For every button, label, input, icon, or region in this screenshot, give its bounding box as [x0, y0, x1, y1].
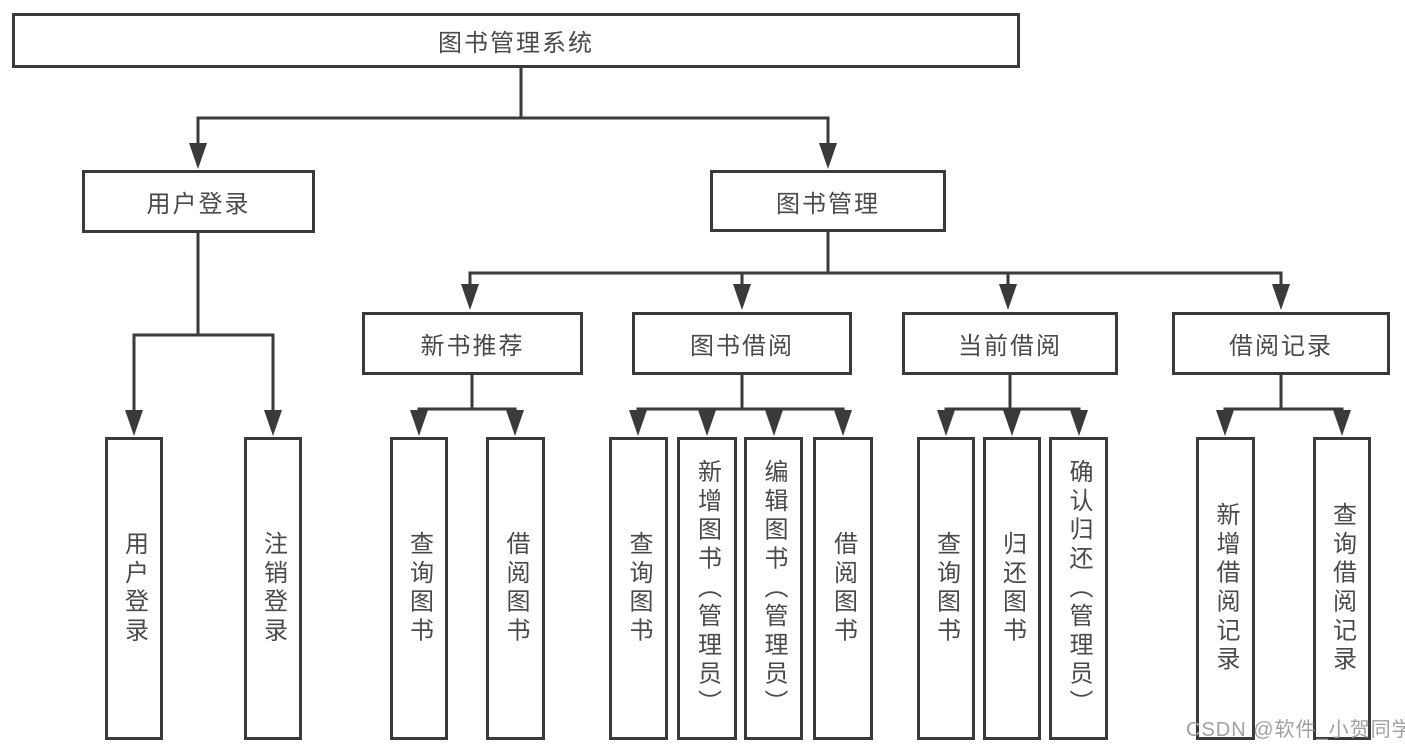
node-query-borrow-record: 查询借阅记录	[1313, 437, 1371, 740]
node-add-book-admin: 新增图书（管理员）	[677, 437, 737, 740]
node-confirm-return-admin-label: 确认归还（管理员）	[1065, 458, 1092, 719]
node-query-books-2-label: 查询图书	[625, 530, 652, 647]
arrow-query-borrow-record	[1333, 410, 1351, 436]
node-edit-book-admin-label: 编辑图书（管理员）	[760, 458, 787, 719]
arrow-borrow-records	[1272, 284, 1290, 310]
node-root: 图书管理系统	[12, 13, 1020, 68]
node-user-login-label: 用户登录	[146, 191, 251, 218]
arrow-query-books-2	[629, 410, 647, 436]
node-login: 用户登录	[105, 437, 163, 740]
arrow-new-book-recommend	[461, 284, 479, 310]
node-add-book-admin-label: 新增图书（管理员）	[693, 458, 721, 719]
node-logout-label: 注销登录	[259, 530, 287, 647]
node-borrow-records: 借阅记录	[1172, 312, 1390, 375]
node-query-books-1-label: 查询图书	[405, 530, 433, 647]
node-book-borrow-label: 图书借阅	[690, 333, 794, 360]
node-borrow-books-2: 借阅图书	[813, 437, 873, 740]
connector-new-book-recommend-children	[417, 375, 517, 414]
node-book-borrow: 图书借阅	[632, 312, 852, 375]
arrow-edit-book	[765, 410, 783, 436]
watermark: CSDN @软件_小贺同学	[1186, 719, 1405, 741]
arrow-confirm-return	[1070, 410, 1088, 436]
arrow-borrow-books-1	[506, 410, 524, 436]
connector-book-borrow-children	[636, 375, 845, 414]
node-logout: 注销登录	[244, 437, 302, 740]
arrow-add-borrow-record	[1216, 410, 1234, 436]
arrow-book-borrow	[733, 284, 751, 310]
arrow-current-borrow	[999, 284, 1017, 310]
node-book-management: 图书管理	[710, 170, 946, 232]
connector-book-management-children	[468, 232, 1283, 286]
connector-borrow-records-children	[1223, 375, 1344, 414]
arrow-login	[125, 410, 143, 436]
node-borrow-books-1-label: 借阅图书	[502, 530, 529, 647]
node-return-book: 归还图书	[983, 437, 1041, 740]
node-new-book-recommend-label: 新书推荐	[420, 333, 525, 360]
node-root-label: 图书管理系统	[438, 30, 594, 57]
arrow-query-books-3	[937, 410, 955, 436]
node-query-books-3-label: 查询图书	[932, 530, 960, 647]
arrow-add-book	[698, 410, 716, 436]
node-add-borrow-record-label: 新增借阅记录	[1212, 502, 1239, 675]
node-login-label: 用户登录	[120, 530, 148, 647]
node-query-books-2: 查询图书	[609, 437, 668, 740]
node-user-login: 用户登录	[82, 170, 315, 233]
arrow-book-management	[819, 143, 837, 169]
arrow-query-books-1	[410, 410, 428, 436]
node-return-book-label: 归还图书	[998, 530, 1026, 647]
node-borrow-books-1: 借阅图书	[486, 437, 545, 740]
node-edit-book-admin: 编辑图书（管理员）	[744, 437, 803, 740]
arrow-user-login	[189, 143, 207, 169]
node-add-borrow-record: 新增借阅记录	[1196, 437, 1255, 740]
arrow-borrow-books-2	[834, 410, 852, 436]
arrow-return-book	[1003, 410, 1021, 436]
node-query-borrow-record-label: 查询借阅记录	[1328, 502, 1356, 675]
node-query-books-1: 查询图书	[390, 437, 448, 740]
arrow-logout	[264, 410, 282, 436]
node-borrow-books-2-label: 借阅图书	[829, 530, 857, 647]
node-current-borrow: 当前借阅	[902, 312, 1118, 375]
node-new-book-recommend: 新书推荐	[362, 312, 583, 375]
node-query-books-3: 查询图书	[917, 437, 975, 740]
connector-user-login-children	[132, 233, 275, 412]
node-current-borrow-label: 当前借阅	[958, 333, 1062, 360]
node-confirm-return-admin: 确认归还（管理员）	[1049, 437, 1108, 740]
connector-root-to-level2	[196, 68, 830, 145]
node-borrow-records-label: 借阅记录	[1229, 333, 1333, 360]
node-book-management-label: 图书管理	[776, 190, 880, 218]
connector-current-borrow-children	[944, 375, 1081, 414]
